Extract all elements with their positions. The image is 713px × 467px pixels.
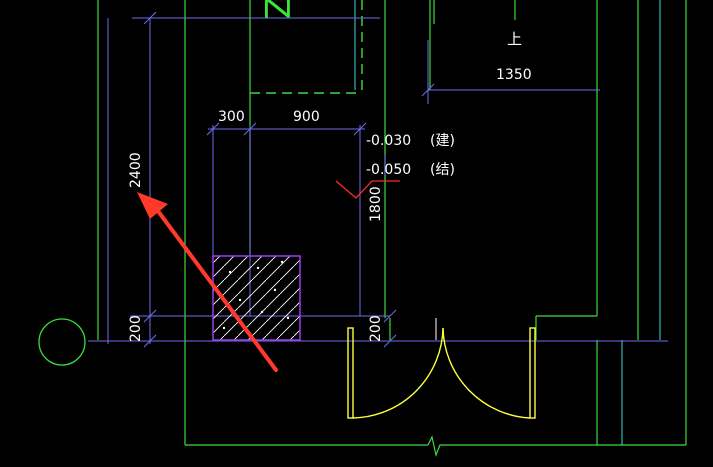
cyan-lines	[354, 0, 661, 445]
elev-arch-tag: (建)	[430, 133, 455, 149]
dim-1350: 1350	[496, 67, 532, 83]
dim-1800: 1800	[368, 186, 384, 222]
dashed-lines	[250, 0, 363, 94]
axis-circle[interactable]	[38, 318, 86, 366]
dim-900: 900	[293, 109, 320, 125]
elevation-marker	[335, 180, 400, 199]
elev-arch-value: -0.030	[366, 133, 411, 149]
dimension-lines	[88, 11, 668, 348]
elev-struct-value: -0.050	[366, 162, 411, 178]
wall-lines	[97, 0, 687, 458]
green-mark: Z	[256, 0, 296, 19]
annotation-arrow	[137, 192, 278, 372]
dim-200-left: 200	[128, 315, 144, 342]
column-hatch	[212, 255, 301, 341]
dim-200-mid: 200	[368, 315, 384, 342]
elev-struct-tag: (结)	[430, 162, 455, 178]
dim-2400: 2400	[128, 152, 144, 188]
label-top-char: 上	[507, 30, 522, 48]
door-swing	[347, 327, 536, 419]
dim-300: 300	[218, 109, 245, 125]
